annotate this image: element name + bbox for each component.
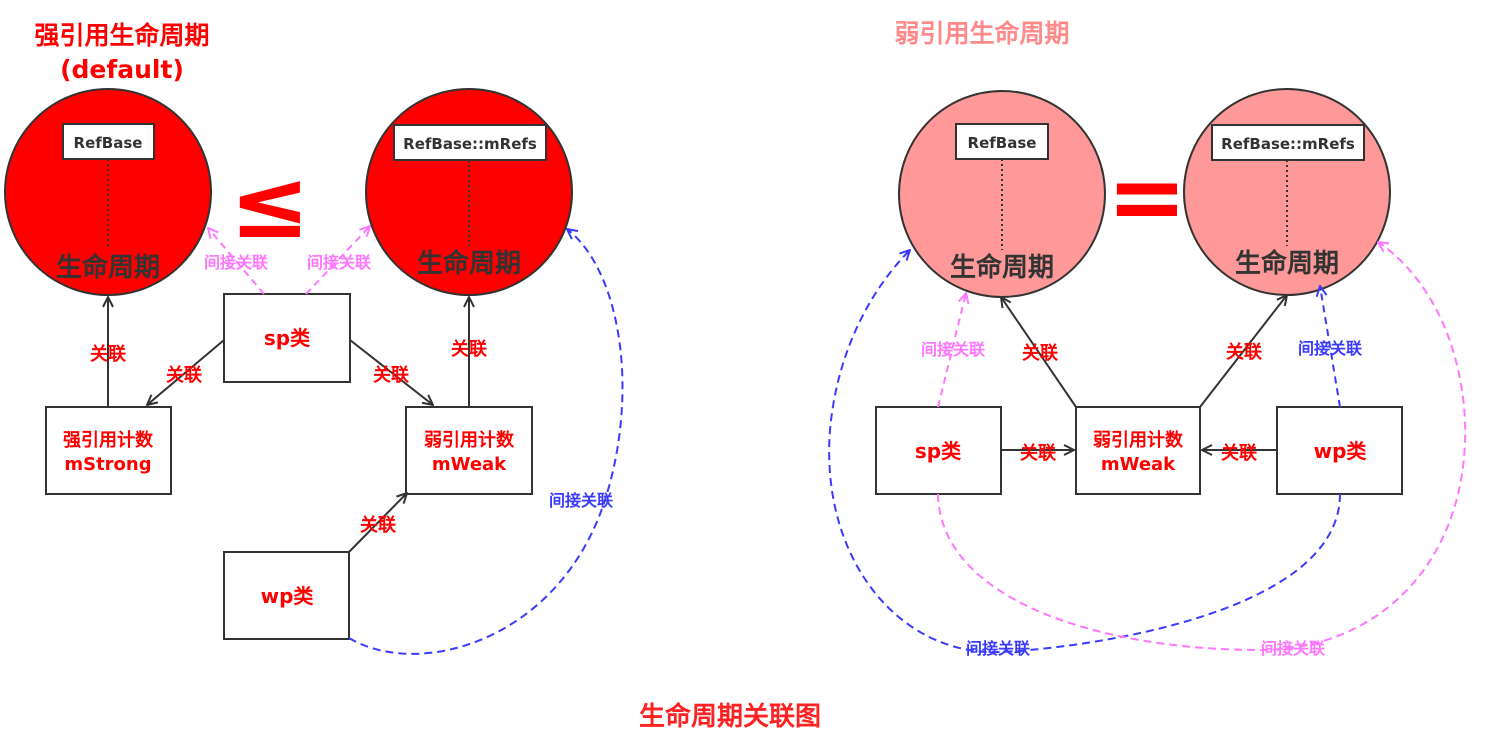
right-wp-label: wp类: [1314, 439, 1367, 463]
left-refbase-label: RefBase: [74, 134, 143, 152]
left-weak-count-box: 弱引用计数 mWeak: [405, 406, 533, 495]
left-sp-label: sp类: [264, 326, 310, 350]
right-mrefs-circle: RefBase::mRefs 生命周期: [1183, 88, 1391, 296]
right-refbase-life-label: 生命周期: [950, 252, 1054, 283]
right-mrefs-label: RefBase::mRefs: [1221, 135, 1355, 153]
left-wp-label: wp类: [261, 584, 314, 608]
right-title: 弱引用生命周期: [894, 19, 1069, 48]
right-assoc-label-sp: 关联: [1020, 442, 1056, 464]
left-strong-count-box: 强引用计数 mStrong: [45, 406, 172, 495]
right-indirect-wp-to-refbase: [828, 250, 1341, 654]
left-assoc-label-strong: 关联: [90, 343, 126, 365]
left-strong-count-label2: mStrong: [64, 454, 151, 475]
right-sp-label: sp类: [915, 439, 961, 463]
left-indirect-wp-to-mrefs: [348, 229, 624, 655]
left-arrow-wp-to-weak: [348, 493, 407, 553]
right-indirect-label-pink-top: 间接关联: [921, 340, 985, 359]
left-sp-box: sp类: [223, 293, 351, 383]
right-indirect-sp-to-mrefs: [937, 242, 1467, 652]
left-title-line2: (default): [60, 55, 184, 84]
left-refbase-circle: RefBase 生命周期: [4, 88, 212, 296]
right-refbase-label: RefBase: [968, 134, 1037, 152]
right-indirect-sp-to-refbase: [937, 293, 966, 408]
left-strong-count-label1: 强引用计数: [63, 429, 154, 451]
left-weak-count-label1: 弱引用计数: [424, 429, 515, 451]
left-mrefs-label: RefBase::mRefs: [403, 135, 537, 153]
right-arrow-weak-to-mrefs: [1199, 295, 1287, 408]
left-assoc-label-weak: 关联: [451, 338, 487, 360]
left-assoc-label-sp-strong: 关联: [166, 364, 202, 386]
right-mrefs-life-label: 生命周期: [1235, 248, 1339, 279]
right-arrow-weak-to-refbase: [1001, 297, 1077, 408]
right-indirect-label-pink-bottom: 间接关联: [1261, 639, 1325, 658]
right-weak-count-label2: mWeak: [1101, 454, 1176, 475]
left-indirect-label-2: 间接关联: [307, 253, 371, 272]
left-mrefs-life-label: 生命周期: [417, 248, 521, 279]
left-indirect-sp-to-mrefs: [305, 226, 370, 295]
left-wp-box: wp类: [223, 551, 350, 640]
right-refbase-circle: RefBase 生命周期: [898, 90, 1106, 298]
left-mrefs-circle: RefBase::mRefs 生命周期: [365, 88, 573, 296]
left-assoc-label-sp-weak: 关联: [373, 364, 409, 386]
left-title-line1: 强引用生命周期: [34, 21, 209, 50]
right-indirect-wp-to-mrefs: [1320, 286, 1341, 408]
left-arrow-sp-to-weak: [349, 339, 433, 405]
right-sp-box: sp类: [875, 406, 1002, 495]
left-weak-count-label2: mWeak: [432, 454, 507, 475]
left-arrow-sp-to-strong: [147, 339, 225, 405]
left-indirect-sp-to-refbase: [208, 228, 265, 295]
left-operator: ≤: [230, 148, 310, 260]
right-indirect-label-blue-top: 间接关联: [1298, 339, 1362, 358]
right-wp-box: wp类: [1276, 406, 1403, 495]
right-assoc-label-refbase: 关联: [1022, 342, 1058, 364]
right-assoc-label-wp: 关联: [1221, 442, 1257, 464]
right-indirect-label-blue-bottom: 间接关联: [966, 639, 1030, 658]
right-assoc-label-mrefs: 关联: [1226, 341, 1262, 363]
right-weak-count-box: 弱引用计数 mWeak: [1075, 406, 1201, 495]
left-refbase-life-label: 生命周期: [56, 252, 160, 283]
left-assoc-label-wp: 关联: [360, 514, 396, 536]
left-indirect-label-1: 间接关联: [204, 253, 268, 272]
right-weak-count-label1: 弱引用计数: [1093, 429, 1184, 451]
left-indirect-label-blue: 间接关联: [549, 491, 613, 510]
right-operator: =: [1107, 141, 1187, 253]
diagram-caption: 生命周期关联图: [639, 701, 821, 732]
